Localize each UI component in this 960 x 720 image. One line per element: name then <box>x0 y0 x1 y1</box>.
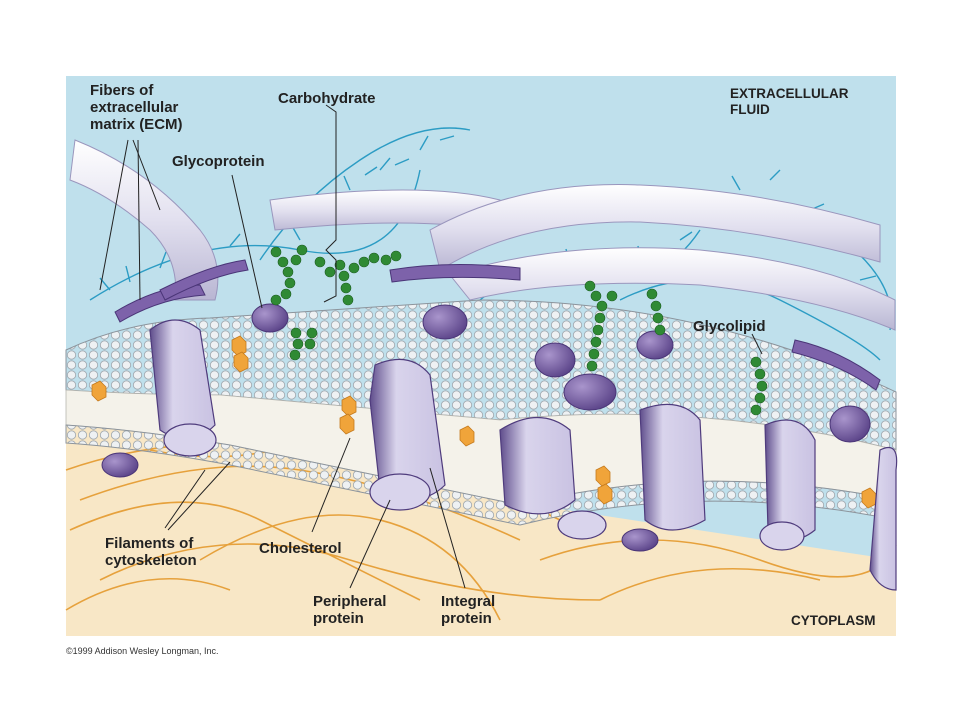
label-integral-protein: Integral protein <box>441 593 496 627</box>
label-cytoskeleton-filaments: Filaments of cytoskeleton <box>105 535 197 569</box>
label-cytoplasm: CYTOPLASM <box>791 613 876 628</box>
label-carbohydrate: Carbohydrate <box>278 90 376 107</box>
carbohydrate-chains <box>270 244 768 416</box>
label-peripheral-protein: Peripheral protein <box>313 593 387 627</box>
label-glycolipid: Glycolipid <box>693 318 766 335</box>
copyright-credit: ©1999 Addison Wesley Longman, Inc. <box>66 646 219 656</box>
glycoprotein-domains <box>101 303 871 552</box>
ecm-tubular-fibers <box>69 139 896 331</box>
label-glycoprotein: Glycoprotein <box>172 153 265 170</box>
carbohydrate-bracket <box>323 104 337 303</box>
ecm-anchor-rods <box>114 259 881 391</box>
cholesterol-molecules <box>91 335 877 509</box>
peripheral-proteins <box>163 423 805 551</box>
leader-lines <box>99 139 763 589</box>
label-ecm-fibers: Fibers of extracellular matrix (ECM) <box>90 82 183 133</box>
integral-proteins <box>149 319 898 591</box>
label-cholesterol: Cholesterol <box>259 540 342 557</box>
label-extracellular-fluid: EXTRACELLULAR FLUID <box>730 86 849 117</box>
